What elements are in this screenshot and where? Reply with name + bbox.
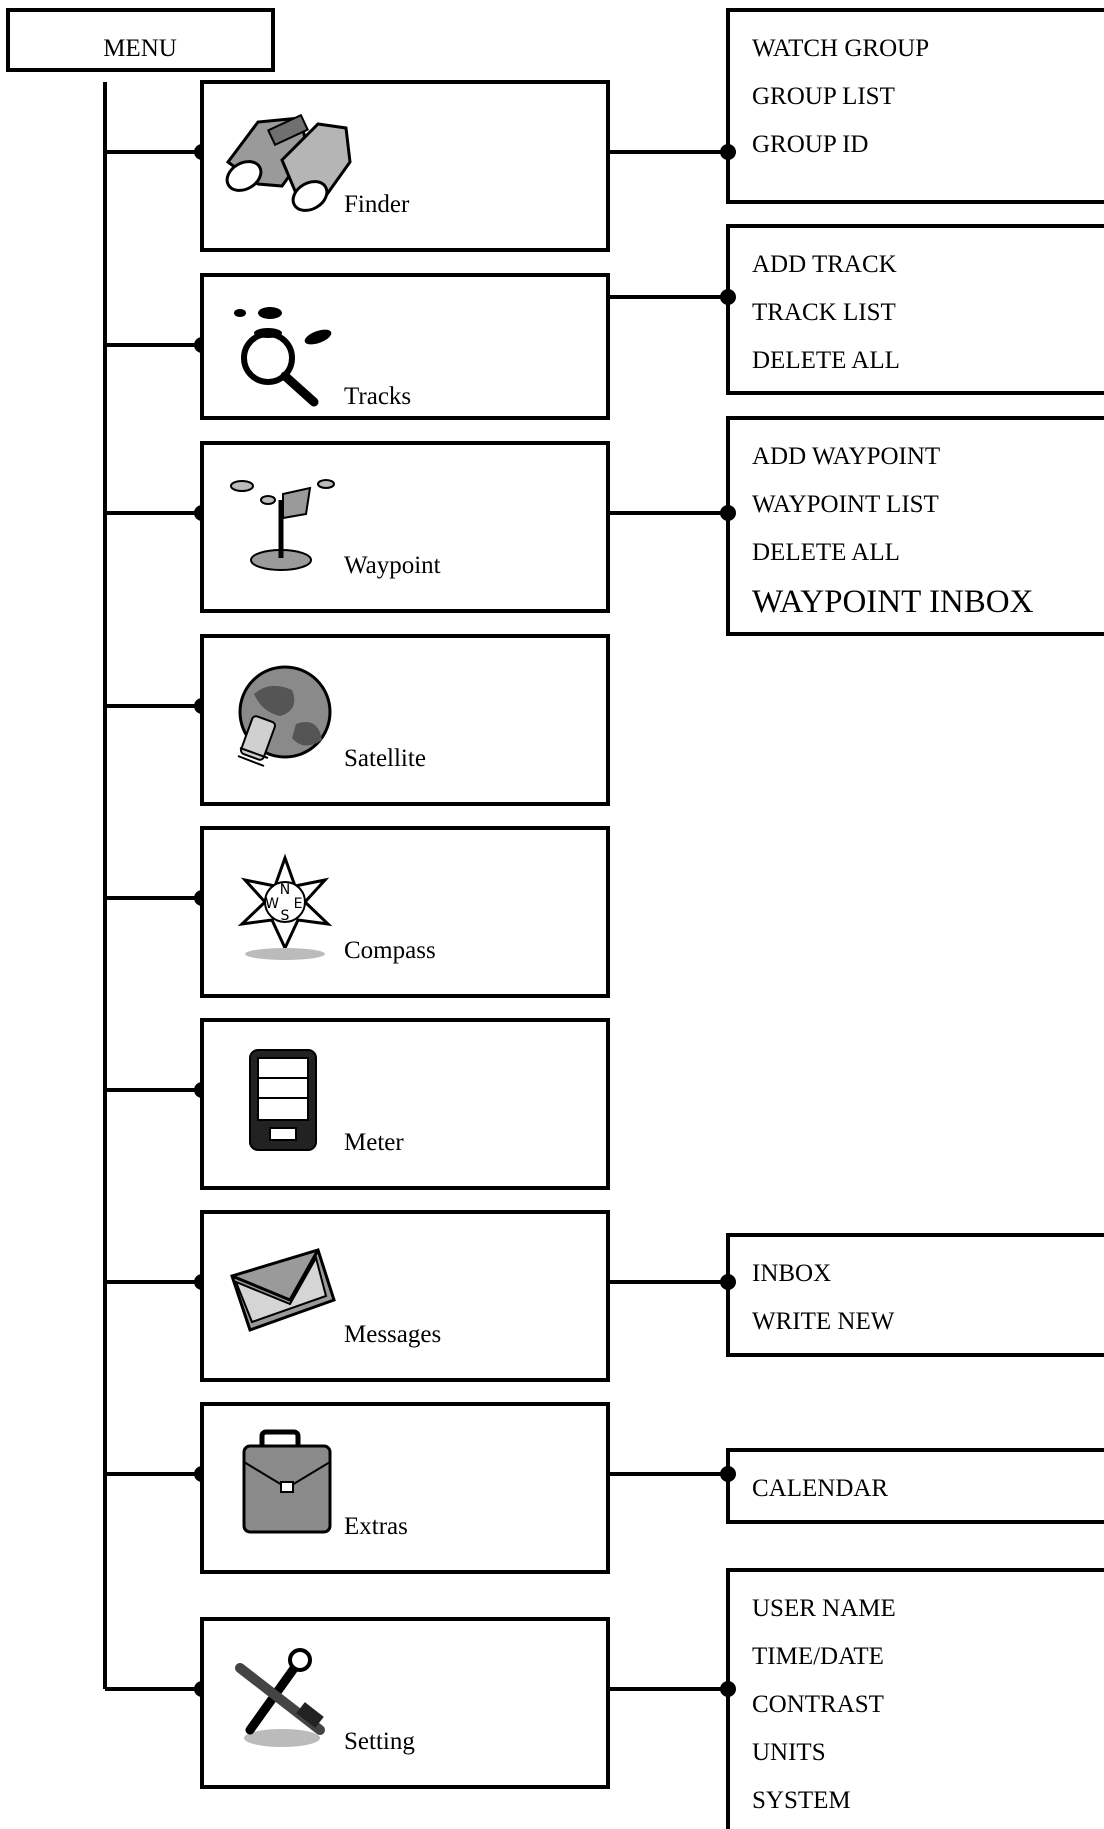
- menu-item-extras[interactable]: Extras: [105, 1402, 736, 1574]
- menu-item-setting-label: Setting: [344, 1728, 415, 1755]
- tools-icon: [235, 1648, 325, 1747]
- compass-rose-icon: N W E S: [237, 853, 333, 960]
- submenu-item-calendar[interactable]: CALENDAR: [752, 1475, 888, 1502]
- submenu-item-add-track[interactable]: ADD TRACK: [752, 251, 897, 278]
- submenu-item-time-date[interactable]: TIME/DATE: [752, 1643, 884, 1670]
- submenu-item-waypoint-list[interactable]: WAYPOINT LIST: [752, 491, 939, 518]
- submenu-item-delete-all-tracks[interactable]: DELETE ALL: [752, 347, 900, 374]
- submenu-item-watch-group[interactable]: WATCH GROUP: [752, 35, 929, 62]
- menu-item-meter[interactable]: Meter: [105, 1018, 610, 1190]
- svg-text:S: S: [281, 908, 290, 924]
- menu-title: MENU: [103, 35, 177, 62]
- menu-item-tracks-label: Tracks: [344, 383, 411, 410]
- menu-item-waypoint-label: Waypoint: [344, 552, 441, 579]
- menu-item-setting[interactable]: Setting: [105, 1617, 736, 1789]
- menu-item-compass[interactable]: N W E S Compass: [105, 826, 610, 998]
- submenu-setting: USER NAME TIME/DATE CONTRAST UNITS SYSTE…: [726, 1568, 1104, 1829]
- submenu-item-write-new[interactable]: WRITE NEW: [752, 1308, 895, 1335]
- submenu-item-group-id[interactable]: GROUP ID: [752, 131, 868, 158]
- svg-text:E: E: [294, 896, 303, 912]
- submenu-item-user-name[interactable]: USER NAME: [752, 1595, 896, 1622]
- submenu-item-add-waypoint[interactable]: ADD WAYPOINT: [752, 443, 940, 470]
- submenu-item-waypoint-inbox[interactable]: WAYPOINT INBOX: [752, 584, 1034, 620]
- menu-item-finder[interactable]: Finder: [105, 80, 736, 252]
- binoculars-icon: [225, 113, 352, 212]
- menu-item-satellite[interactable]: Satellite: [105, 634, 610, 806]
- menu-item-satellite-label: Satellite: [344, 745, 426, 772]
- submenu-item-units[interactable]: UNITS: [752, 1739, 826, 1766]
- svg-text:W: W: [265, 896, 279, 912]
- submenu-messages: INBOX WRITE NEW: [726, 1233, 1104, 1357]
- envelope-icon: [230, 1248, 336, 1332]
- menu-item-finder-label: Finder: [344, 191, 410, 218]
- submenu-item-group-list[interactable]: GROUP LIST: [752, 83, 895, 110]
- menu-item-extras-label: Extras: [344, 1513, 408, 1540]
- globe-satellite-icon: [237, 665, 332, 767]
- submenu-tracks: ADD TRACK TRACK LIST DELETE ALL: [726, 224, 1104, 395]
- submenu-item-delete-all-waypoints[interactable]: DELETE ALL: [752, 539, 900, 566]
- menu-item-messages[interactable]: Messages: [105, 1210, 736, 1382]
- menu-item-messages-label: Messages: [344, 1321, 441, 1348]
- menu-item-meter-label: Meter: [344, 1129, 404, 1156]
- waypoint-flag-icon: [230, 479, 335, 571]
- meter-device-icon: [249, 1049, 317, 1151]
- submenu-item-inbox[interactable]: INBOX: [752, 1260, 831, 1287]
- menu-item-compass-label: Compass: [344, 937, 436, 964]
- menu-root: MENU: [6, 8, 275, 72]
- submenu-extras: CALENDAR: [726, 1448, 1104, 1524]
- briefcase-icon: [242, 1429, 332, 1534]
- submenu-finder: WATCH GROUP GROUP LIST GROUP ID: [726, 8, 1104, 204]
- magnifier-tracks-icon: [234, 307, 332, 407]
- menu-item-waypoint[interactable]: Waypoint: [105, 441, 736, 613]
- submenu-item-contrast[interactable]: CONTRAST: [752, 1691, 884, 1718]
- submenu-item-system[interactable]: SYSTEM: [752, 1787, 851, 1814]
- submenu-waypoint: ADD WAYPOINT WAYPOINT LIST DELETE ALL WA…: [726, 416, 1104, 636]
- svg-text:N: N: [280, 882, 290, 898]
- submenu-item-track-list[interactable]: TRACK LIST: [752, 299, 896, 326]
- menu-item-tracks[interactable]: Tracks: [105, 273, 736, 420]
